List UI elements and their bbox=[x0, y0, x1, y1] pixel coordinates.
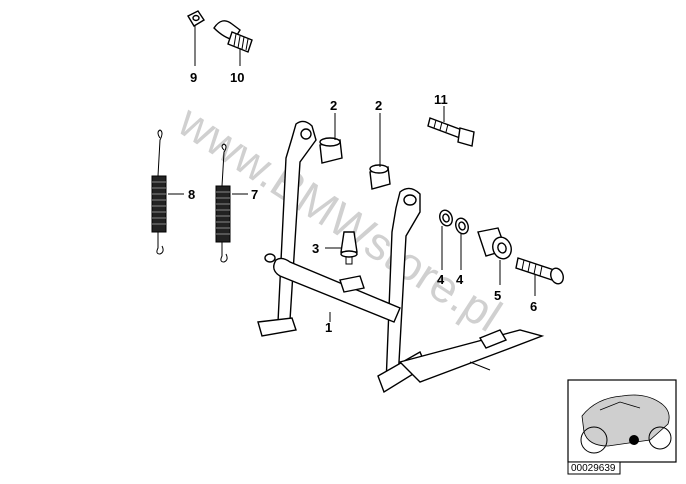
callout-11: 11 bbox=[434, 92, 448, 107]
callout-5: 5 bbox=[494, 288, 501, 303]
part-4-washer-b bbox=[455, 217, 469, 235]
callout-9: 9 bbox=[190, 70, 197, 85]
part-6-bolt bbox=[515, 257, 564, 285]
callout-3: 3 bbox=[312, 241, 319, 256]
callout-4b: 4 bbox=[456, 272, 464, 287]
motorcycle-thumbnail-image bbox=[580, 394, 672, 454]
part-2-bushing-right bbox=[369, 164, 391, 190]
callout-6: 6 bbox=[530, 299, 537, 314]
part-7-spring bbox=[215, 143, 231, 263]
part-8-spring bbox=[151, 129, 167, 255]
part-2-bushing-left bbox=[319, 137, 343, 164]
callout-1: 1 bbox=[325, 320, 332, 335]
part-1-center-stand bbox=[257, 120, 545, 394]
part-5-bushing bbox=[477, 227, 512, 260]
part-9-washer bbox=[187, 10, 205, 27]
callout-2b: 2 bbox=[375, 98, 382, 113]
callout-4a: 4 bbox=[437, 272, 445, 287]
part-11-bolt bbox=[427, 117, 475, 147]
part-10-bushing-bolt bbox=[213, 20, 253, 53]
thumbnail-part-number: 00029639 bbox=[571, 463, 616, 474]
callout-7: 7 bbox=[251, 187, 258, 202]
callout-2a: 2 bbox=[330, 98, 337, 113]
callout-10: 10 bbox=[230, 70, 244, 85]
callout-8: 8 bbox=[188, 187, 195, 202]
part-3-rubber-stop bbox=[340, 231, 358, 265]
part-4-washer-a bbox=[439, 209, 453, 227]
thumbnail-box: 00029639 bbox=[567, 379, 677, 475]
